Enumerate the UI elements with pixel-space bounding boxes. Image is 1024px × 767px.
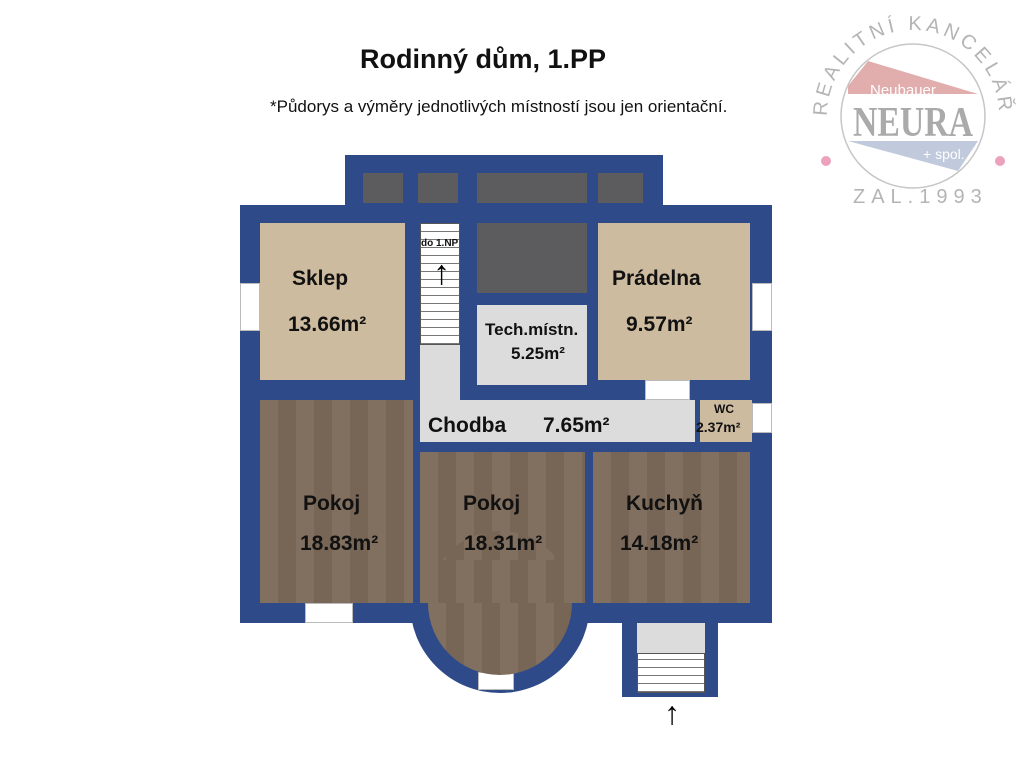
area-pokoj-2: 18.31m² <box>464 532 543 555</box>
svg-text:NEURA: NEURA <box>853 100 974 146</box>
area-pradelna: 9.57m² <box>626 313 693 336</box>
entrance-stairs <box>637 653 705 693</box>
room-chodba <box>420 400 695 442</box>
stairs-up-arrow-icon: ↑ <box>433 254 450 292</box>
label-tech: Tech.místn. <box>485 320 579 339</box>
room-pokoj-1 <box>260 400 413 603</box>
room-wc <box>700 400 752 442</box>
room-sklep <box>260 223 405 380</box>
area-wc: 2.37m² <box>696 419 741 435</box>
room-kuchyn <box>593 452 750 603</box>
area-sklep: 13.66m² <box>288 313 367 336</box>
disclaimer: *Půdorys a výměry jednotlivých místností… <box>270 97 728 116</box>
label-pokoj-2: Pokoj <box>463 492 521 515</box>
svg-text:+ spol.: + spol. <box>923 146 965 162</box>
room-pradelna <box>598 223 750 380</box>
svg-text:Neubauer: Neubauer <box>870 82 936 99</box>
svg-text:ZAL.1993: ZAL.1993 <box>853 186 988 208</box>
area-tech: 5.25m² <box>511 344 565 363</box>
area-pokoj-1: 18.83m² <box>300 532 379 555</box>
label-pradelna: Prádelna <box>612 267 701 290</box>
entrance-arrow-icon: ↑ <box>664 695 680 731</box>
label-wc: WC <box>714 402 734 416</box>
area-kuchyn: 14.18m² <box>620 532 699 555</box>
page-title: Rodinný dům, 1.PP <box>360 44 607 74</box>
label-sklep: Sklep <box>292 267 349 290</box>
agency-logo: REALITNÍ KANCELÁŘ Neubauer NEURA + spol.… <box>808 6 1018 210</box>
room-tech <box>477 305 587 385</box>
label-pokoj-1: Pokoj <box>303 492 361 515</box>
label-kuchyn: Kuchyň <box>626 492 704 515</box>
area-chodba: 7.65m² <box>543 414 610 437</box>
label-stairs: do 1.NP <box>421 238 459 249</box>
label-chodba: Chodba <box>428 414 507 437</box>
staircase <box>420 223 460 345</box>
